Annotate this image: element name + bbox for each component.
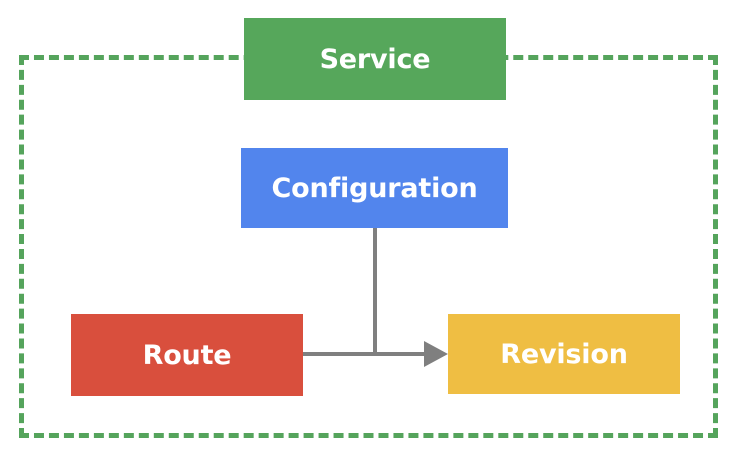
node-route[interactable]: Route	[71, 314, 303, 396]
node-service-label: Service	[319, 43, 431, 75]
connector-configuration-to-revision	[373, 228, 377, 356]
arrow-head-icon	[424, 341, 448, 367]
node-revision[interactable]: Revision	[448, 314, 680, 394]
node-configuration-label: Configuration	[271, 172, 478, 204]
node-revision-label: Revision	[500, 338, 628, 370]
node-route-label: Route	[142, 339, 232, 371]
node-service[interactable]: Service	[244, 18, 506, 100]
connector-route-to-revision	[303, 352, 431, 356]
node-configuration[interactable]: Configuration	[241, 148, 508, 228]
